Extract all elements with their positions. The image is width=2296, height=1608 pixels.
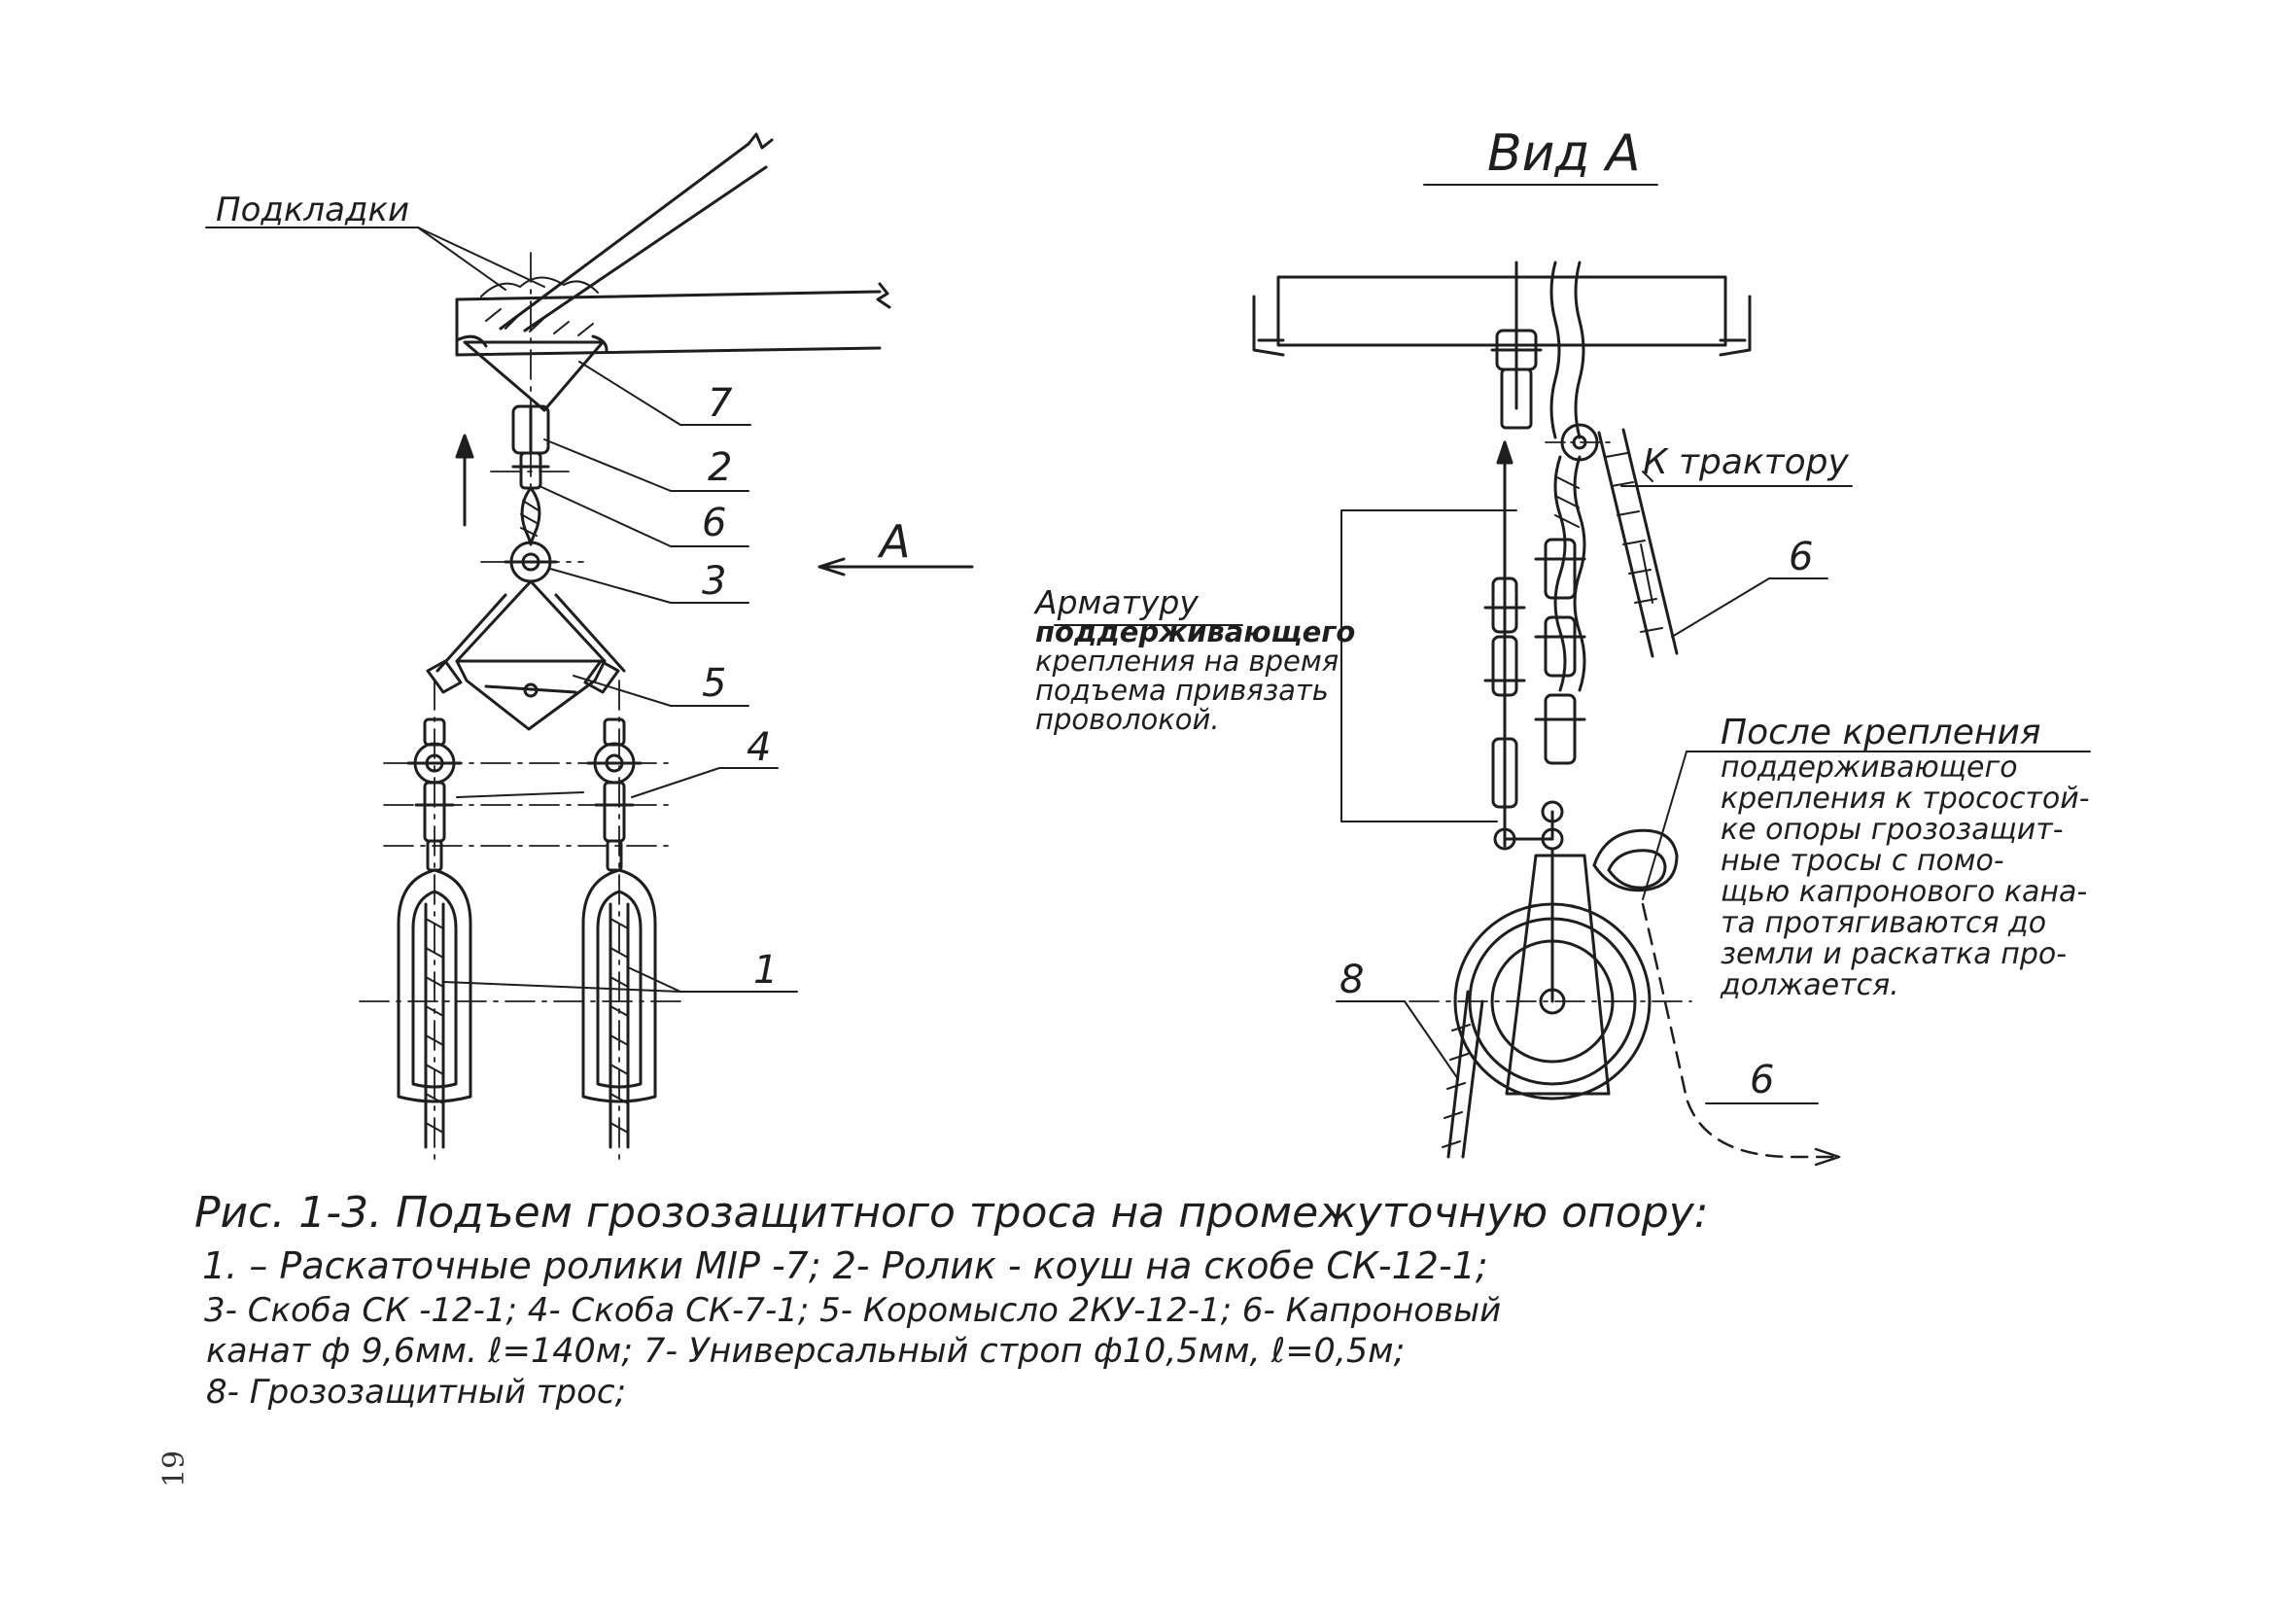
figure-caption-line-1: 1. – Раскаточные ролики МIР -7; 2- Ролик…	[202, 1244, 1488, 1287]
callout-8: 8	[1339, 958, 1365, 1002]
after-note-line-6: щью капронового кана-	[1721, 875, 2088, 909]
callout-7: 7	[708, 381, 733, 426]
after-note-line-8: земли и раскатка про-	[1721, 937, 2068, 971]
armature-note-line-5: проволокой.	[1035, 703, 1220, 736]
figure-caption-line-2: 3- Скоба СК -12-1; 4- Скоба СК-7-1; 5- К…	[204, 1291, 1502, 1330]
figure-caption-title: Рис. 1-3. Подъем грозозащитного троса на…	[194, 1188, 1709, 1238]
after-note-line-4: ке опоры грозозащит-	[1721, 813, 2064, 847]
left-view-drawing	[205, 132, 974, 1168]
after-note-line-7: та протягиваются до	[1721, 906, 2047, 940]
armature-note: Арматуру поддерживающего крепления на вр…	[1035, 583, 1356, 736]
callout-5: 5	[702, 661, 727, 706]
callout-6-bottom: 6	[1750, 1058, 1775, 1102]
figure-caption-line-4: 8- Грозозащитный трос;	[206, 1373, 627, 1412]
callout-1: 1	[753, 948, 779, 993]
callout-6-top: 6	[1789, 535, 1814, 579]
after-note-line-9: должается.	[1721, 968, 1899, 1002]
armature-note-line-2: поддерживающего	[1035, 615, 1356, 648]
after-note-line-3: крепления к тросостой-	[1721, 782, 2090, 816]
callout-2: 2	[708, 445, 733, 490]
armature-note-line-1: Арматуру	[1035, 583, 1199, 621]
page-number: 19	[157, 1450, 191, 1487]
after-fastening-note: После крепления поддерживающего креплени…	[1721, 713, 2090, 1002]
after-note-line-2: поддерживающего	[1721, 751, 2018, 785]
label-to-tractor: К трактору	[1643, 442, 1849, 482]
figure-caption-line-3: канат ф 9,6мм. ℓ=140м; 7- Универсальный …	[206, 1332, 1406, 1371]
callout-6: 6	[702, 501, 727, 545]
callout-3: 3	[702, 559, 727, 604]
arrow-label-a: A	[880, 515, 911, 568]
right-view-drawing	[1054, 184, 2091, 1167]
armature-note-line-3: крепления на время	[1035, 645, 1339, 678]
callout-4: 4	[747, 725, 772, 770]
view-a-title: Вид А	[1487, 124, 1641, 183]
armature-note-line-4: подъема привязать	[1035, 674, 1329, 707]
after-note-line-1: После крепления	[1721, 713, 2041, 752]
label-podkladki: Подкладки	[216, 191, 410, 229]
after-note-line-5: ные тросы с помо-	[1721, 844, 2004, 878]
